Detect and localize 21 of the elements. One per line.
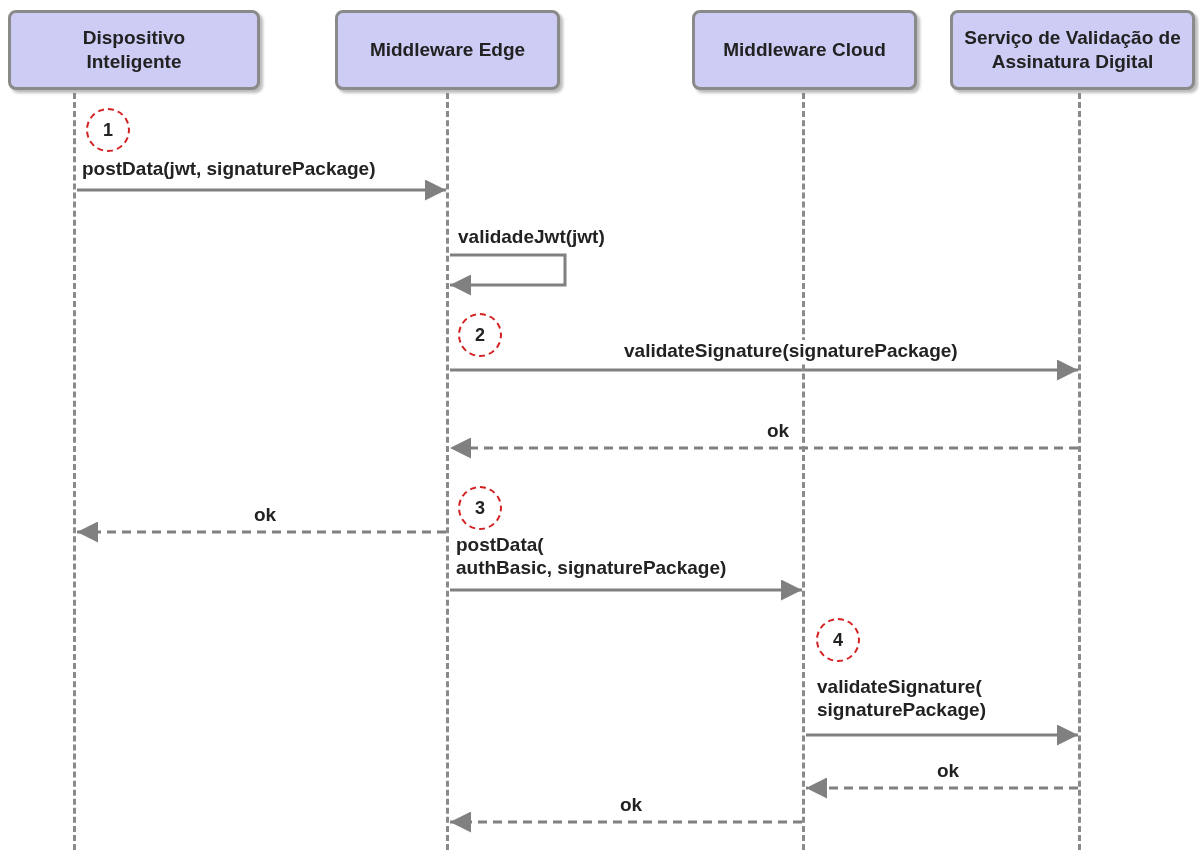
- message-arrow: [450, 579, 802, 601]
- return-arrow: [450, 437, 1078, 459]
- participant-box: Middleware Cloud: [692, 10, 917, 90]
- edge-label: validateSignature(signaturePackage): [622, 340, 960, 363]
- callout-number: 2: [458, 313, 502, 357]
- callout-number: 3: [458, 486, 502, 530]
- lifeline: [446, 93, 450, 850]
- lifeline: [1078, 93, 1082, 850]
- callout-number: 4: [816, 618, 860, 662]
- lifeline: [73, 93, 77, 850]
- participant-box: Middleware Edge: [335, 10, 560, 90]
- participant-box: Dispositivo Inteligente: [8, 10, 260, 90]
- participant-box: Serviço de Validação de Assinatura Digital: [950, 10, 1195, 90]
- message-arrow: [806, 724, 1078, 746]
- message-arrow: [77, 179, 446, 201]
- message-arrow: [450, 359, 1078, 381]
- callout-number: 1: [86, 108, 130, 152]
- message-arrow: [450, 253, 567, 296]
- return-arrow: [806, 777, 1078, 799]
- return-arrow: [77, 521, 446, 543]
- return-arrow: [450, 811, 802, 833]
